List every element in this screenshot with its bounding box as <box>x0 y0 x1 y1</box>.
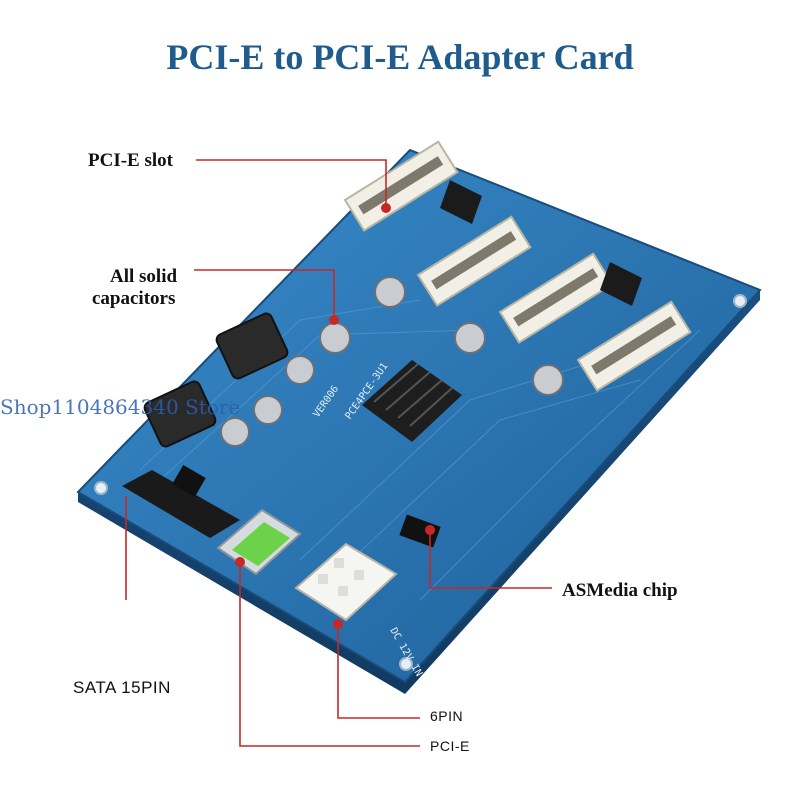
label-capacitors-line1: All solid <box>110 266 178 287</box>
heatsink <box>362 360 462 442</box>
leader-dots <box>235 203 435 629</box>
store-watermark: Shop1104864340 Store <box>0 395 241 419</box>
slot-power-connectors <box>440 180 642 306</box>
six-pin-connector <box>294 542 398 622</box>
label-pcie: PCI-E <box>430 738 470 754</box>
label-asmedia-chip: ASMedia chip <box>562 580 678 601</box>
inductors <box>143 312 289 448</box>
pcie-slots <box>343 140 692 392</box>
pin-header <box>172 464 206 498</box>
solid-capacitors <box>220 276 564 447</box>
label-6pin: 6PIN <box>430 708 464 724</box>
page-title: PCI-E to PCI-E Adapter Card <box>166 37 634 77</box>
label-sata-15pin: SATA 15PIN <box>73 678 171 697</box>
sata-connector <box>122 470 240 538</box>
board-edge <box>78 290 760 694</box>
label-pcie-slot: PCI-E slot <box>88 150 173 171</box>
label-capacitors-line2: capacitors <box>92 288 176 309</box>
leader-lines <box>125 159 552 747</box>
